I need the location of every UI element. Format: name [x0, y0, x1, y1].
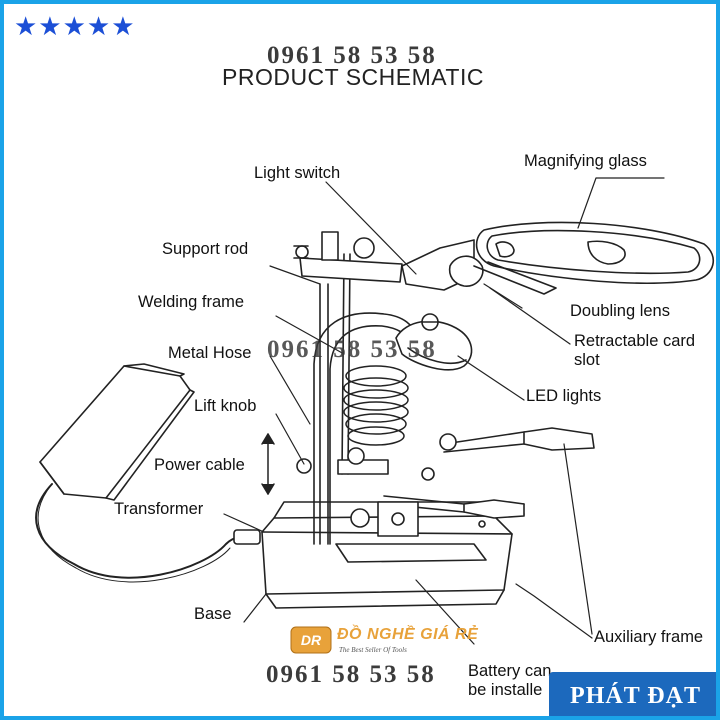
transformer-shape: [39, 363, 195, 501]
brand-logo-text: DR: [301, 632, 322, 648]
label-base: Base: [194, 605, 232, 623]
label-transformer: Transformer: [114, 500, 204, 518]
lower-clamp-shape: [296, 447, 435, 537]
clip-arm-right-shape: [439, 427, 595, 453]
label-battery-2: be installe: [468, 681, 543, 699]
label-welding-frame: Welding frame: [138, 293, 245, 311]
label-metal-hose: Metal Hose: [168, 344, 252, 362]
rating-stars: ★★★★★: [14, 12, 136, 42]
page-title: PRODUCT SCHEMATIC: [222, 64, 484, 90]
brand-logo-icon: DR: [290, 626, 332, 654]
brand-slogan: The Best Seller Of Tools: [339, 646, 407, 654]
label-retractable-card-1: Retractable card: [574, 332, 696, 350]
label-led-lights: LED lights: [526, 387, 602, 405]
label-support-rod: Support rod: [162, 240, 249, 258]
magnifier-shape: [401, 221, 715, 295]
leader-lines: [223, 177, 665, 645]
clip-arm-lower-shape: [383, 495, 525, 519]
phone-watermark-middle: 0961 58 53 58: [267, 336, 437, 363]
base-shape: [261, 501, 513, 609]
support-rod-shape: [319, 253, 351, 545]
label-magnifying-glass: Magnifying glass: [524, 152, 647, 170]
label-lift-knob: Lift knob: [194, 397, 257, 415]
shop-name-badge: PHÁT ĐẠT: [549, 672, 716, 716]
label-retractable-card-2: slot: [574, 351, 600, 369]
phone-watermark-bottom: 0961 58 53 58: [266, 661, 436, 688]
schematic-drawing: [35, 177, 715, 645]
phone-watermark-top: 0961 58 53 58: [267, 42, 437, 69]
lift-arrow-shape: [261, 433, 275, 495]
brand-name: ĐỒ NGHỀ GIÁ RẺ: [337, 626, 479, 643]
label-auxiliary-frame: Auxiliary frame: [594, 628, 704, 646]
label-light-switch: Light switch: [254, 164, 341, 182]
label-power-cable: Power cable: [154, 456, 245, 474]
label-doubling-lens: Doubling lens: [570, 302, 670, 320]
led-lamp-shape: [395, 313, 473, 371]
top-clamp-shape: [293, 231, 403, 283]
label-battery-1: Battery can: [468, 662, 552, 680]
spring-coil-shape: [343, 365, 409, 446]
